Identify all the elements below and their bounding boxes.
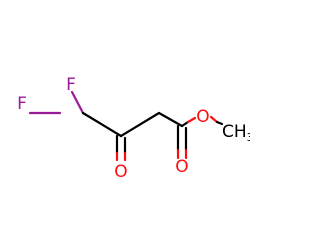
bond-f-top-c4 [70, 90, 85, 115]
atom-labels: F F O O O CH3 [17, 75, 250, 182]
structural-formula: F F O O O CH3 [17, 75, 250, 182]
bonds [28, 90, 224, 162]
atom-o-carbonyl: O [175, 157, 188, 177]
bond-o-ester-methyl [209, 115, 219, 124]
atom-o-ketone: O [114, 162, 127, 182]
atom-methyl-subscript: 3 [247, 131, 250, 144]
atom-f-left: F [17, 94, 27, 114]
bond-c2-c1 [157, 111, 184, 128]
atom-o-ester: O [196, 107, 209, 127]
bond-c1-o-ester [180, 120, 190, 128]
bond-c3-c2 [119, 111, 161, 138]
atom-f-top: F [66, 75, 76, 95]
bond-c4-c3 [81, 111, 123, 138]
atom-methyl-label: CH [222, 122, 247, 142]
atom-methyl: CH3 [222, 122, 250, 144]
